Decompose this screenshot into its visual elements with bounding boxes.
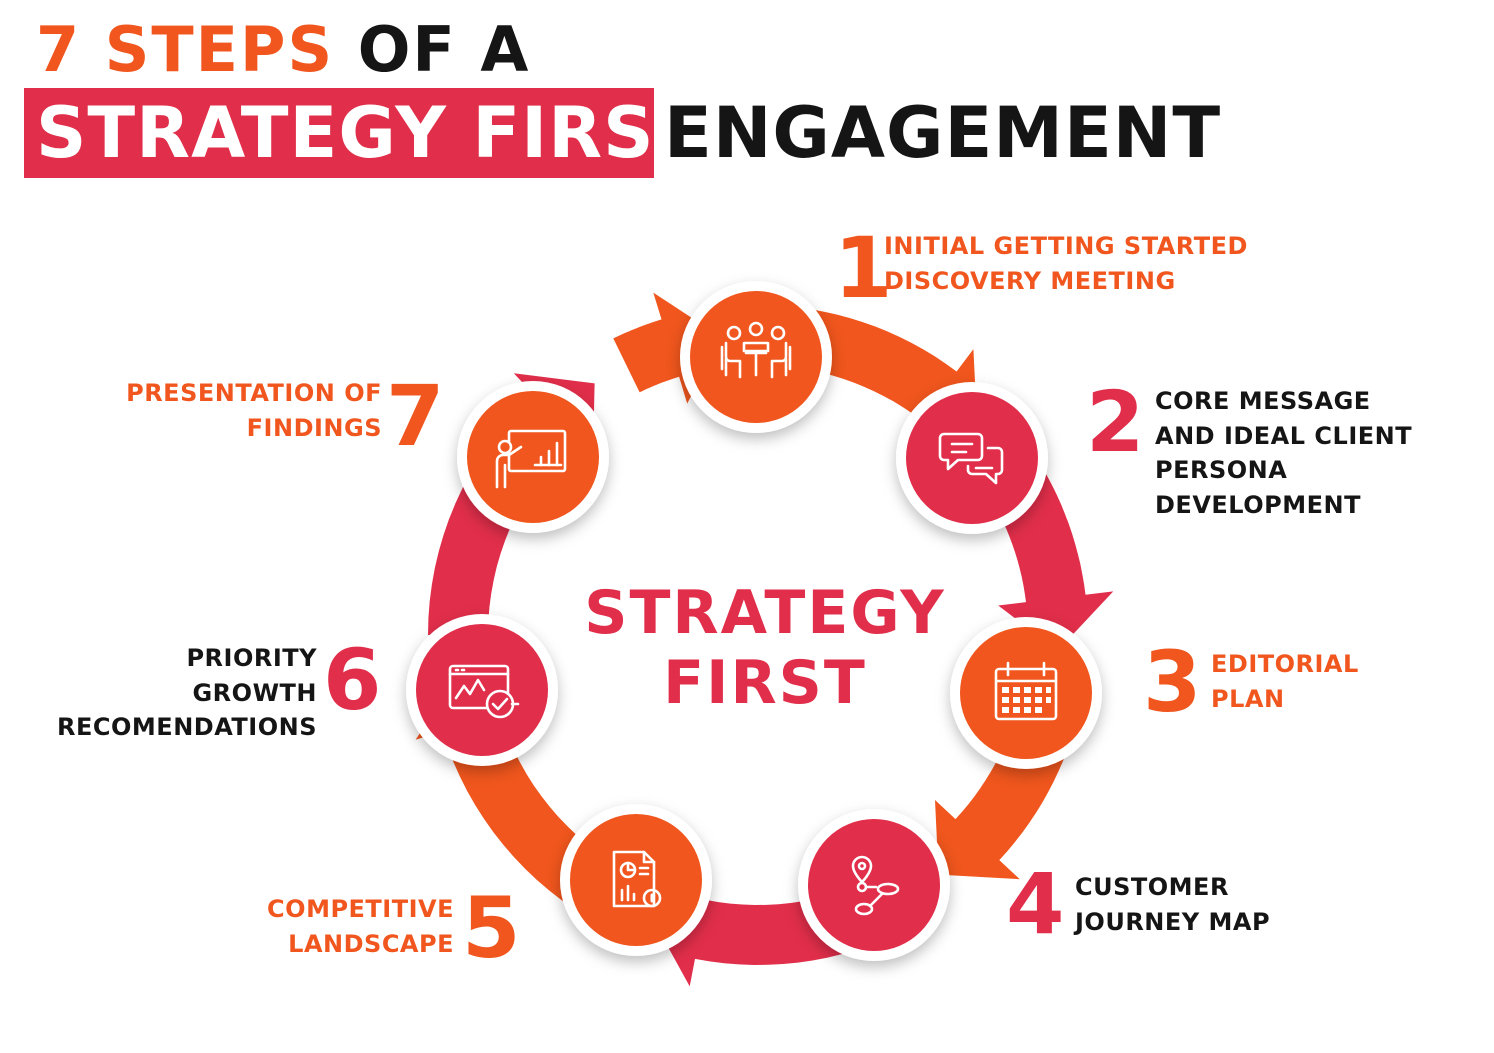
step-1-label: INITIAL GETTING STARTED DISCOVERY MEETIN… <box>884 229 1248 298</box>
step-7-label-line-1: PRESENTATION OF <box>126 379 382 407</box>
step-2-node <box>896 382 1048 534</box>
step-4-label-line-1: CUSTOMER <box>1075 873 1229 901</box>
step-2-number: 2 <box>1086 373 1145 471</box>
title-strategy-first: STRATEGY FIRST <box>36 92 704 174</box>
step-6-label: PRIORITY GROWTH RECOMENDATIONS <box>57 641 317 745</box>
step-5-label-line-2: LANDSCAPE <box>288 929 454 958</box>
step-5-label-line-1: COMPETITIVE <box>267 895 454 923</box>
step-6-label-line-2: GROWTH <box>192 678 317 707</box>
meeting-icon <box>720 321 792 379</box>
step-2-label: CORE MESSAGE AND IDEAL CLIENT PERSONA DE… <box>1155 384 1412 522</box>
map-pin-route-icon <box>851 855 900 916</box>
step-4-label-line-2: JOURNEY MAP <box>1075 907 1271 936</box>
report-chart-icon <box>612 850 662 908</box>
title-steps: 7 STEPS <box>36 13 335 86</box>
step-3-label: EDITORIAL PLAN <box>1211 647 1359 716</box>
step-7-label-line-2: FINDINGS <box>246 413 382 442</box>
calendar-icon <box>994 661 1058 721</box>
step-6-number: 6 <box>323 631 382 729</box>
step-3-number: 3 <box>1143 633 1202 731</box>
title-line-1: 7 STEPS OF A <box>36 14 530 86</box>
step-2-label-line-2: AND IDEAL CLIENT <box>1155 421 1413 450</box>
presentation-board-icon <box>495 429 567 489</box>
center-label: STRATEGY FIRST <box>560 578 970 718</box>
title-highlight-box <box>24 88 654 178</box>
step-6-label-line-3: RECOMENDATIONS <box>57 713 317 741</box>
step-4-label: CUSTOMER JOURNEY MAP <box>1075 870 1270 939</box>
step-5-node <box>560 804 712 956</box>
step-7-node <box>457 381 609 533</box>
step-4-number: 4 <box>1006 855 1065 953</box>
step-1-label-line-2: DISCOVERY MEETING <box>884 266 1176 295</box>
step-1-node <box>680 281 832 433</box>
step-2-label-line-3: PERSONA <box>1155 456 1288 484</box>
step-5-label: COMPETITIVE LANDSCAPE <box>267 892 454 961</box>
step-6-label-line-1: PRIORITY <box>186 644 317 672</box>
step-3-label-line-1: EDITORIAL <box>1211 650 1359 678</box>
analytics-check-icon <box>448 664 520 719</box>
step-1-number: 1 <box>834 219 893 317</box>
step-3-label-line-2: PLAN <box>1211 684 1285 713</box>
step-4-node <box>798 809 950 961</box>
chat-bubbles-icon <box>938 432 1004 485</box>
step-2-label-line-1: CORE MESSAGE <box>1155 387 1371 415</box>
step-7-number: 7 <box>386 367 445 465</box>
center-line-1: STRATEGY <box>584 578 946 648</box>
center-line-2: FIRST <box>663 648 867 718</box>
step-7-label: PRESENTATION OF FINDINGS <box>126 376 382 445</box>
title-of-a: OF A <box>357 13 531 86</box>
step-1-label-line-1: INITIAL GETTING STARTED <box>884 232 1248 260</box>
step-5-number: 5 <box>462 879 521 977</box>
step-3-node <box>950 617 1102 769</box>
step-2-label-line-4: DEVELOPMENT <box>1155 490 1361 519</box>
step-6-node <box>406 614 558 766</box>
title-engagement: ENGAGEMENT <box>664 92 1222 174</box>
